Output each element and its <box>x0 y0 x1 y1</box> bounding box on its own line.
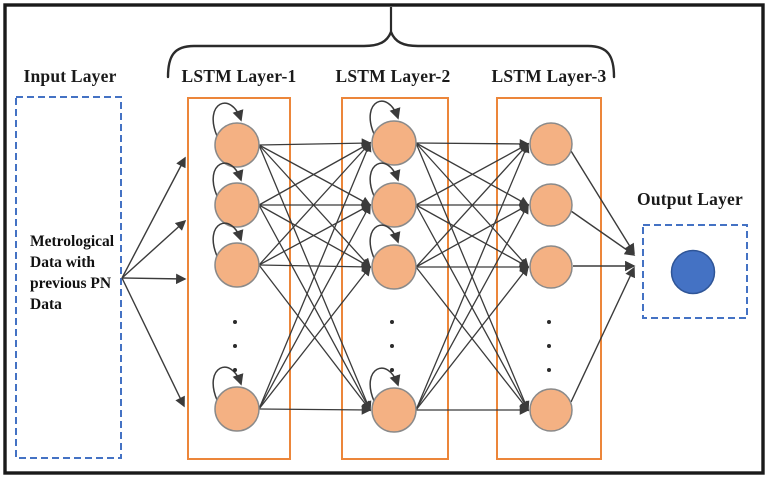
connection-arrow <box>415 265 529 411</box>
connection-arrow <box>258 141 371 266</box>
lstm3-ellipsis-dot <box>547 368 551 372</box>
connection-arrow <box>258 405 372 415</box>
lstm3-node-4 <box>529 388 573 432</box>
connection-arrow <box>258 265 371 410</box>
lstm1-self-loop-arrow <box>212 162 244 197</box>
lstm2-node-1 <box>371 120 417 166</box>
connection-arrow <box>258 141 372 410</box>
connection-arrow <box>258 261 372 272</box>
lstm1-node-2 <box>214 182 260 228</box>
connection-arrow <box>415 204 530 268</box>
lstm2-self-loop-arrow <box>369 224 401 259</box>
input-layer-title: Input Layer <box>23 66 117 86</box>
output-layer-box <box>642 224 748 319</box>
lstm-layer-2-title: LSTM Layer-2 <box>335 66 451 86</box>
lstm2-self-loop-arrow <box>369 367 401 402</box>
output-arrow <box>570 210 636 256</box>
lstm2-ellipsis-dot <box>390 320 394 324</box>
lstm2-self-loop-arrow <box>369 162 401 197</box>
output-layer-title: Output Layer <box>637 189 743 209</box>
lstm2-ellipsis-dot <box>390 368 394 372</box>
lstm3-node-3 <box>529 245 573 289</box>
input-description-line: Data <box>30 296 62 313</box>
lstm-layer-3-title: LSTM Layer-3 <box>491 66 607 86</box>
input-fan-arrow <box>121 277 185 408</box>
connection-arrow <box>415 203 529 411</box>
connection-arrow <box>258 142 372 206</box>
input-fan-arrow <box>121 156 186 279</box>
lstm2-self-loop-arrow <box>369 100 401 135</box>
input-fan-arrow <box>121 219 187 279</box>
input-description-line: previous PN <box>30 275 112 292</box>
lstm2-node-2 <box>371 182 417 228</box>
lstm3-node-1 <box>529 122 573 166</box>
figure-frame <box>3 3 765 475</box>
input-fan-arrow <box>121 273 187 285</box>
lstm1-ellipsis-dot <box>233 320 237 324</box>
connection-arrow <box>415 139 530 149</box>
lstm1-node-1 <box>214 122 260 168</box>
connection-arrow <box>415 142 530 411</box>
connection-arrow <box>258 204 372 266</box>
connection-arrow <box>258 144 372 206</box>
network-graph <box>121 100 636 433</box>
lstm2-ellipsis-dot <box>390 344 394 348</box>
lstm-layer-1-title: LSTM Layer-1 <box>181 66 297 86</box>
output-arrow <box>570 266 635 403</box>
lstm1-self-loop-arrow <box>212 222 244 257</box>
lstm1-node-3 <box>214 242 260 288</box>
lstm2-node-3 <box>371 244 417 290</box>
lstm1-node-4 <box>214 386 260 432</box>
lstm2-node-4 <box>371 387 417 433</box>
lstm3-ellipsis-dot <box>547 320 551 324</box>
input-data-description: Metrological Data with previous PN Data <box>30 231 126 315</box>
lstm-layer-2-box <box>341 97 449 460</box>
connection-arrow <box>258 138 372 149</box>
lstm1-ellipsis-dot <box>233 344 237 348</box>
connection-arrow <box>415 142 529 268</box>
lstm-layer-3-box <box>496 97 602 460</box>
lstm-layer-1-box <box>187 97 291 460</box>
input-description-line: Data with <box>30 254 96 271</box>
brace <box>166 28 616 79</box>
lstm1-self-loop-arrow <box>212 366 244 401</box>
lstm1-ellipsis-dot <box>233 368 237 372</box>
input-layer-box <box>15 96 122 459</box>
input-description-line: Metrological <box>30 233 115 250</box>
connection-arrow <box>258 144 371 269</box>
output-arrow <box>570 150 635 255</box>
lstm3-ellipsis-dot <box>547 344 551 348</box>
connection-arrow <box>258 204 372 268</box>
output-node <box>670 249 716 295</box>
connection-arrow <box>258 203 371 410</box>
lstm1-self-loop-arrow <box>212 102 244 137</box>
connection-arrow <box>415 143 530 206</box>
lstm3-node-2 <box>529 183 573 227</box>
